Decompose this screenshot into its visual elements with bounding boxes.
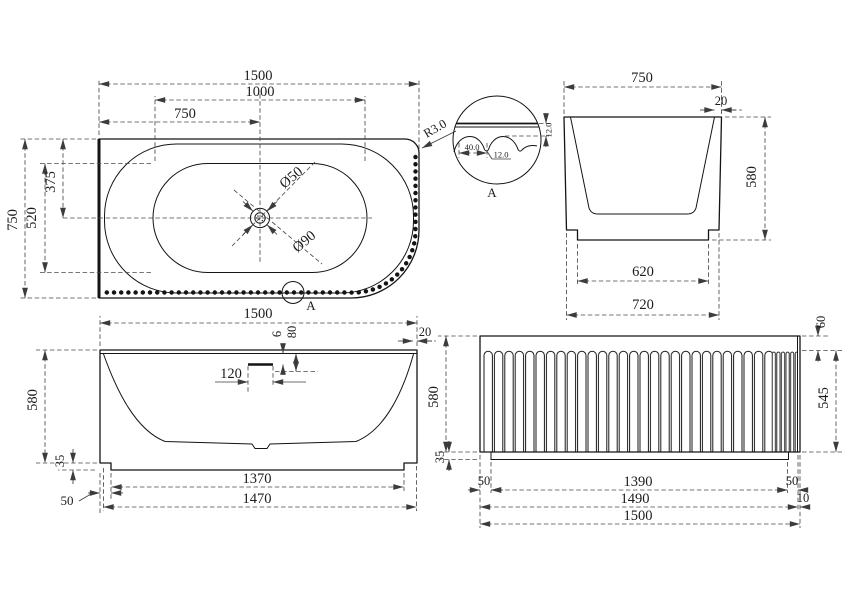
detail-a-view: 40.0 12.0 12.0 A	[452, 95, 554, 200]
dim-ribbed-foot-left: 50	[478, 474, 491, 488]
dim-plan-drain-offset-y: 375	[43, 171, 59, 193]
dim-ribbed-length-inner: 1490	[621, 491, 650, 507]
dim-overflow-gap: 6	[270, 331, 284, 337]
dim-side-top-width: 750	[631, 70, 653, 86]
dim-plan-overall-width: 750	[5, 209, 21, 231]
dim-flute-valley: 12.0	[494, 150, 509, 160]
flutes-texture	[483, 350, 772, 452]
ribbed-dimensions	[438, 325, 842, 528]
front-view: 1500 20 6 80 120 580 35 50 1370 1470	[25, 306, 436, 514]
dim-drain-hole: Ø50	[277, 164, 306, 192]
dim-front-plinth-height: 35	[53, 455, 67, 468]
flutes-texture-dense	[771, 350, 797, 452]
plan-detail-marker-label: A	[306, 298, 316, 313]
dim-ribbed-length: 1500	[624, 508, 653, 524]
dim-front-base-outer: 1470	[243, 491, 272, 507]
dim-ribbed-foot-right: 50	[786, 474, 799, 488]
front-basin	[103, 353, 414, 449]
dim-flute-depth: 12.0	[544, 123, 554, 138]
fluted-edge-texture	[101, 154, 418, 295]
plan-rim	[104, 143, 414, 294]
side-dimensions	[563, 80, 771, 320]
dim-ribbed-plinth-height: 35	[433, 451, 447, 464]
dim-overflow-drop: 80	[285, 326, 299, 339]
front-dimensions	[36, 316, 436, 514]
dim-ribbed-flute-height: 545	[816, 387, 832, 409]
dim-overflow-width: 120	[220, 366, 242, 382]
dim-plan-basin-width: 520	[24, 207, 40, 229]
dim-ribbed-edge: 10	[797, 491, 810, 505]
detail-circle	[452, 95, 542, 185]
dim-front-length: 1500	[244, 306, 273, 322]
detail-a-marker-circle	[281, 281, 305, 304]
ribbed-side-view: 60 545 580 35 50 1390 50 1490 10 1500	[426, 316, 842, 528]
ribbed-plinth	[490, 451, 789, 460]
plan-view: 1500 1000 750 750 520 375 Ø50 Ø90 A R3.0	[5, 68, 457, 313]
dim-front-foot-inset: 50	[61, 493, 74, 508]
dim-drain-recess: Ø90	[290, 228, 319, 256]
side-outline	[563, 116, 723, 241]
dim-plan-basin-length: 1000	[246, 84, 275, 100]
dim-front-base-inner: 1370	[243, 471, 272, 487]
dim-ribbed-base-center: 1390	[624, 474, 653, 490]
dim-ribbed-flute-offset: 60	[814, 316, 828, 329]
dim-front-rim-thickness: 20	[419, 325, 432, 339]
plan-outline	[98, 138, 420, 299]
plan-dimensions	[18, 80, 457, 299]
detail-dimensions	[458, 113, 553, 160]
side-basin	[570, 116, 715, 215]
dim-ribbed-height: 580	[426, 386, 442, 408]
detail-marker-label: A	[487, 185, 497, 200]
dim-side-base-inner: 620	[632, 264, 654, 280]
plan-basin	[152, 163, 368, 273]
dim-plan-drain-offset-x: 750	[174, 106, 196, 122]
front-outline	[99, 349, 418, 471]
dim-side-rim-thickness: 20	[715, 94, 728, 108]
dim-plan-overall-length: 1500	[244, 68, 273, 84]
dim-front-height: 580	[25, 389, 41, 411]
side-view: 750 20 580 620 720	[563, 70, 771, 320]
dim-side-height: 580	[744, 166, 760, 188]
dim-side-base-outer: 720	[632, 297, 654, 313]
dim-flute-pitch: 40.0	[465, 142, 480, 152]
wave-profile	[453, 135, 538, 153]
